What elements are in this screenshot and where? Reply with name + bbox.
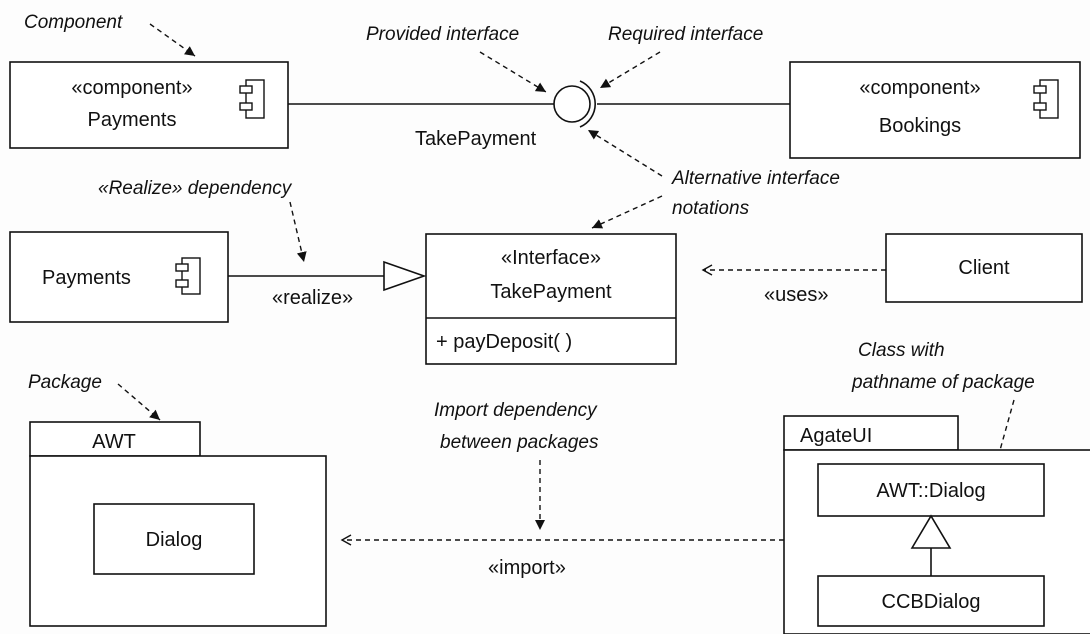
component-name: Payments bbox=[88, 109, 177, 131]
interface-name: TakePayment bbox=[490, 281, 612, 303]
annotation-provided-arrow bbox=[479, 51, 547, 93]
annotation-component: Component bbox=[24, 12, 123, 33]
annotation-package: Package bbox=[28, 372, 102, 393]
package-class: Dialog bbox=[146, 529, 203, 551]
component-stereotype: «component» bbox=[71, 77, 192, 99]
annotation-alternative-line2: notations bbox=[672, 198, 750, 219]
client-name: Client bbox=[958, 257, 1010, 279]
annotation-required-interface: Required interface bbox=[608, 24, 763, 45]
interface-class-takepayment: «Interface» TakePayment + payDeposit( ) bbox=[425, 233, 677, 365]
component-stereotype: «component» bbox=[859, 77, 980, 99]
class-ccbdialog: CCBDialog bbox=[882, 591, 981, 613]
annotation-component-arrow bbox=[149, 23, 196, 57]
realize-arrowhead bbox=[383, 260, 427, 292]
realize-label: «realize» bbox=[272, 287, 353, 309]
annotation-realize-arrow bbox=[289, 201, 307, 263]
annotation-required-arrow bbox=[599, 51, 661, 89]
required-interface-socket bbox=[579, 80, 596, 128]
component-payments-mid: Payments bbox=[9, 231, 229, 323]
annotation-alternative-arrow-up bbox=[587, 129, 663, 177]
annotation-package-arrow bbox=[117, 383, 161, 421]
component-icon bbox=[239, 79, 265, 119]
generalization-arrowhead bbox=[910, 514, 952, 549]
interface-operation: + payDeposit( ) bbox=[436, 331, 572, 353]
package-name: AgateUI bbox=[800, 425, 872, 447]
interface-stereotype: «Interface» bbox=[501, 247, 601, 269]
annotation-import-line1: Import dependency bbox=[434, 400, 598, 421]
package-awt: AWT Dialog bbox=[29, 421, 327, 627]
component-payments-top: «component» Payments bbox=[9, 61, 289, 149]
component-name: Payments bbox=[42, 267, 131, 289]
package-agateui: AgateUI AWT::Dialog CCBDialog bbox=[783, 415, 1090, 634]
package-name: AWT bbox=[92, 431, 136, 453]
import-label: «import» bbox=[488, 557, 566, 579]
provided-interface-ball bbox=[553, 85, 591, 123]
component-icon bbox=[1033, 79, 1059, 119]
class-awt-dialog: AWT::Dialog bbox=[876, 480, 985, 502]
annotation-class-with-line1: Class with bbox=[858, 340, 945, 361]
annotation-alternative-line1: Alternative interface bbox=[671, 168, 840, 189]
component-name: Bookings bbox=[879, 115, 961, 137]
annotation-alternative-arrow-down bbox=[591, 195, 663, 229]
component-icon bbox=[175, 257, 201, 295]
annotation-class-with-line2: pathname of package bbox=[851, 372, 1035, 393]
annotation-import-line2: between packages bbox=[440, 432, 599, 453]
annotation-realize-dependency: «Realize» dependency bbox=[98, 178, 293, 199]
annotation-provided-interface: Provided interface bbox=[366, 24, 519, 45]
component-bookings: «component» Bookings bbox=[789, 61, 1081, 159]
lollipop-interface-name: TakePayment bbox=[415, 128, 537, 150]
class-client: Client bbox=[885, 233, 1083, 303]
uses-label: «uses» bbox=[764, 284, 829, 306]
